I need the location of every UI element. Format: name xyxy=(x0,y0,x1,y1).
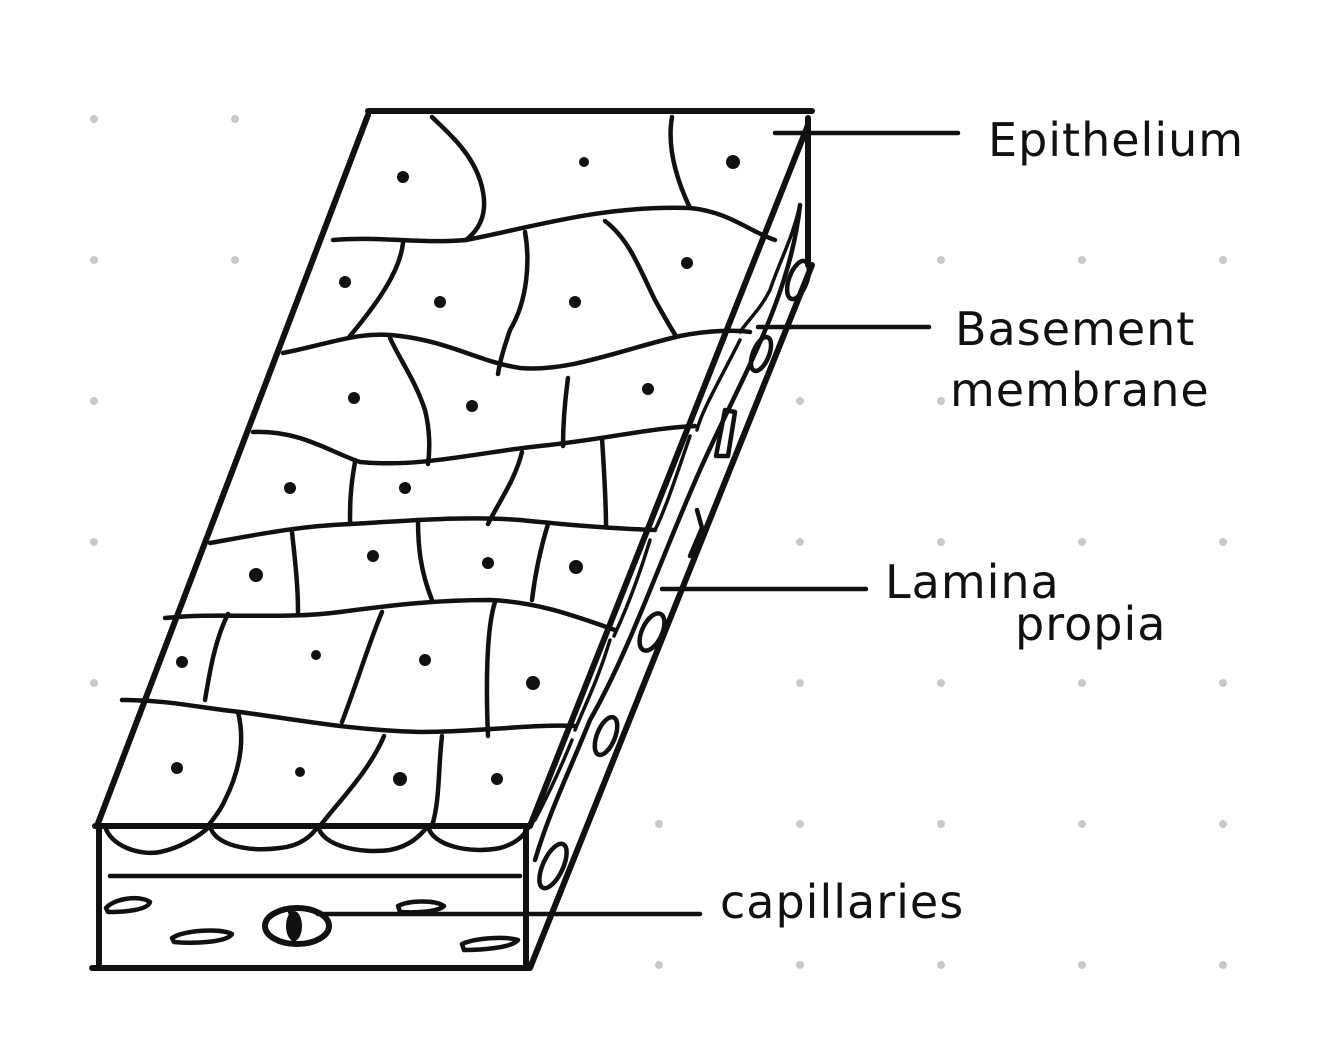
labels: Epithelium Basement membrane Lamina prop… xyxy=(720,113,1244,929)
label-propia: propia xyxy=(1015,597,1166,651)
label-epithelium: Epithelium xyxy=(988,113,1244,167)
epithelial-cells xyxy=(102,114,802,856)
label-membrane: membrane xyxy=(950,363,1210,417)
dot-grid xyxy=(90,115,1227,969)
side-edge-bottom xyxy=(527,262,815,971)
label-lamina: Lamina xyxy=(885,555,1060,609)
label-basement: Basement xyxy=(955,302,1195,356)
leader-lines xyxy=(315,130,961,917)
cell-nuclei xyxy=(171,155,740,786)
label-capillaries: capillaries xyxy=(720,875,964,929)
side-edge-top xyxy=(527,122,811,829)
top-edge-left xyxy=(94,112,371,829)
capillary xyxy=(262,905,332,947)
lamina-propria-cells xyxy=(103,258,812,953)
